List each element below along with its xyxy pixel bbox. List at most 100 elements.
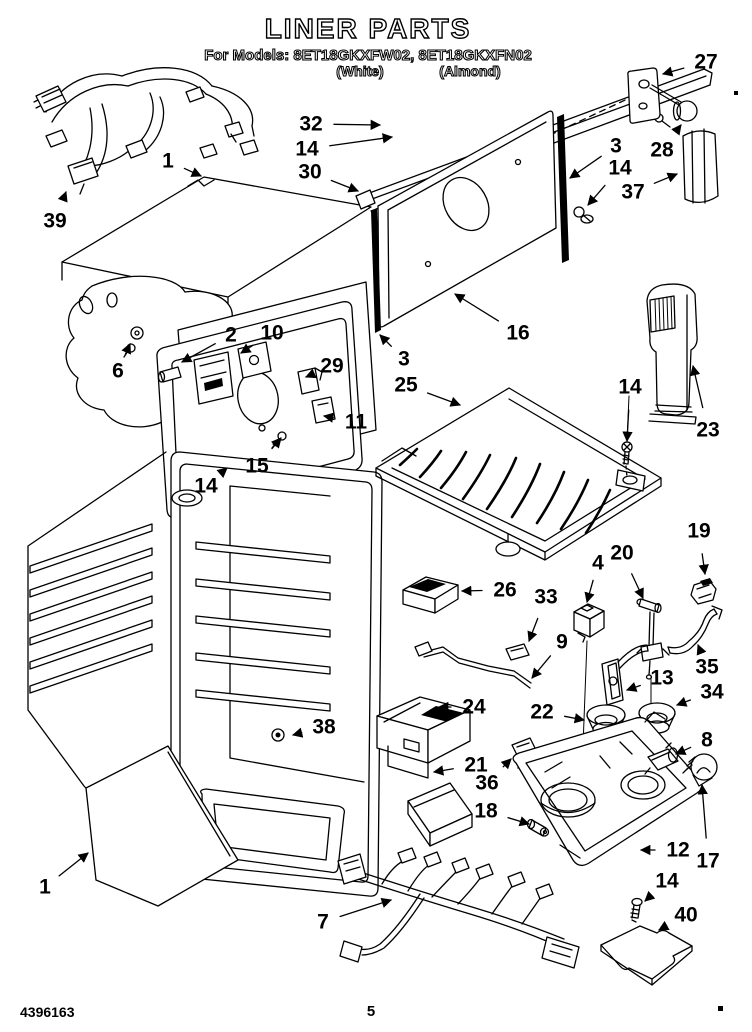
callout-arrow <box>379 334 392 347</box>
part-1-cabinet-art <box>27 451 383 907</box>
callout-29: 29 <box>305 355 344 379</box>
callout-32: 32 <box>299 113 382 136</box>
doc-number: 4396163 <box>20 1004 75 1020</box>
callout-27: 27 <box>661 51 718 77</box>
callout-39: 39 <box>43 191 68 233</box>
callout-number: 38 <box>312 716 336 739</box>
callout-9: 9 <box>531 631 568 679</box>
callout-number: 12 <box>666 839 689 862</box>
footer: 4396163 5 <box>20 1003 375 1020</box>
callout-6: 6 <box>112 343 131 383</box>
part-7-wire-harness-art <box>337 847 580 969</box>
callout-number: 39 <box>43 210 66 233</box>
callout-number: 24 <box>462 696 486 719</box>
part-26-box-art <box>402 576 459 614</box>
callout-arrow <box>698 553 709 576</box>
callout-35: 35 <box>695 644 719 679</box>
callout-number: 18 <box>474 800 498 823</box>
part-3-strip-art <box>557 114 569 263</box>
callout-number: 21 <box>464 754 488 777</box>
callout-3: 3 <box>379 334 410 371</box>
callout-7: 7 <box>317 897 392 934</box>
callout-14: 14 <box>644 870 679 902</box>
callout-25: 25 <box>394 374 461 407</box>
callout-arrow <box>339 897 392 918</box>
part-23-air-tower-art <box>646 283 698 425</box>
callout-arrow <box>587 184 606 206</box>
callout-arrow <box>626 682 641 692</box>
callout-arrow <box>58 852 89 877</box>
callout-10: 10 <box>240 322 284 354</box>
callout-number: 35 <box>695 656 719 679</box>
callout-number: 8 <box>701 729 713 752</box>
part-37-sleeve-art <box>682 128 719 204</box>
part-9-wire-art <box>414 641 532 689</box>
models-line: For Models: 8ET18GKXFW02, 8ET18GKXFN02 <box>204 47 532 64</box>
callout-arrow <box>432 765 454 776</box>
part-21-cover-art <box>407 782 473 847</box>
callout-number: 32 <box>299 113 322 136</box>
callout-3: 3 <box>569 135 622 179</box>
part-20-lever-art <box>636 598 670 680</box>
callout-arrow <box>183 167 202 177</box>
callout-arrow <box>563 713 586 724</box>
part-39-wire-harness-art <box>33 67 259 195</box>
callout-number: 1 <box>162 150 174 173</box>
part-13-bracket-art <box>601 644 649 706</box>
callout-number: 34 <box>700 681 724 704</box>
callout-number: 23 <box>696 419 719 442</box>
callout-number: 26 <box>493 579 516 602</box>
callout-number: 14 <box>295 138 319 161</box>
callout-4: 4 <box>584 552 604 604</box>
callout-number: 36 <box>475 772 498 795</box>
part-17-bulb-art <box>682 753 718 781</box>
callout-arrow <box>333 119 382 131</box>
callout-14: 14 <box>618 376 642 443</box>
callout-arrow <box>527 617 539 642</box>
page-title: LINER PARTS <box>265 13 472 44</box>
callout-28: 28 <box>650 124 682 162</box>
callout-arrow <box>661 66 685 77</box>
callout-number: 20 <box>610 542 633 565</box>
callout-arrow <box>631 573 644 599</box>
callout-number: 15 <box>245 455 269 478</box>
callout-arrow <box>653 172 678 184</box>
callout-arrow <box>507 816 530 827</box>
callout-number: 19 <box>687 520 710 543</box>
callout-arrow <box>676 696 692 707</box>
part-14-bottom-screw-art <box>630 897 643 923</box>
part-40-plate-art <box>600 925 693 986</box>
callout-number: 2 <box>225 324 237 347</box>
callout-20: 20 <box>610 542 644 599</box>
callout-number: 33 <box>534 586 557 609</box>
callout-number: 17 <box>696 850 719 873</box>
callout-8: 8 <box>675 729 713 755</box>
callout-arrow <box>584 579 595 604</box>
callout-number: 1 <box>39 876 51 899</box>
callout-number: 27 <box>694 51 717 74</box>
callout-arrow <box>322 412 335 423</box>
callout-13: 13 <box>626 667 674 692</box>
part-28-knob-art <box>672 100 698 122</box>
callout-16: 16 <box>454 293 530 345</box>
page-number: 5 <box>367 1003 375 1020</box>
callout-24: 24 <box>437 696 486 719</box>
callout-arrow <box>675 745 692 755</box>
callout-number: 25 <box>394 374 418 397</box>
callout-36: 36 <box>475 758 512 795</box>
callout-arrow <box>531 655 552 679</box>
part-38-grommet-art <box>271 728 285 742</box>
registration-dot-top <box>734 91 738 95</box>
callout-21: 21 <box>432 754 488 777</box>
callout-number: 3 <box>398 348 410 371</box>
callout-number: 10 <box>260 322 283 345</box>
part-19-clip-art <box>690 578 717 605</box>
callout-number: 29 <box>320 355 343 378</box>
callout-34: 34 <box>676 681 724 707</box>
callout-arrow <box>690 364 704 409</box>
callout-arrow <box>305 368 317 379</box>
callout-37: 37 <box>621 172 678 204</box>
callout-33: 33 <box>527 586 558 642</box>
